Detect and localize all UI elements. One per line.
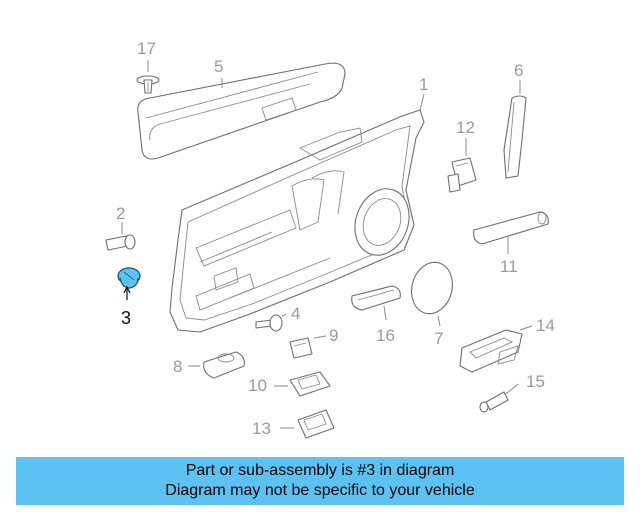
banner-line-1: Part or sub-assembly is #3 in diagram xyxy=(185,462,455,479)
part-9-clip xyxy=(289,335,327,359)
part-5-upper-trim xyxy=(137,62,346,160)
label-9: 9 xyxy=(329,326,338,345)
label-6: 6 xyxy=(514,61,523,80)
label-17: 17 xyxy=(137,39,156,58)
part-8-bracket xyxy=(188,351,245,379)
part-7-speaker-grille xyxy=(410,261,454,327)
part-2-fastener xyxy=(105,222,136,251)
label-7: 7 xyxy=(434,329,443,348)
part-14-lock-module xyxy=(459,325,533,373)
part-1-door-panel xyxy=(169,93,425,333)
part-12-switch xyxy=(447,138,477,193)
label-3: 3 xyxy=(121,308,131,328)
part-16-cover xyxy=(351,285,401,321)
part-6-pillar-trim xyxy=(503,80,527,179)
info-banner: Part or sub-assembly is #3 in diagram Di… xyxy=(16,457,624,505)
label-14: 14 xyxy=(536,316,555,335)
label-2: 2 xyxy=(116,204,125,223)
label-12: 12 xyxy=(456,118,475,137)
label-1: 1 xyxy=(419,75,428,94)
part-13-window-switch xyxy=(280,409,335,439)
part-10-switch-block xyxy=(274,371,331,397)
part-11-handle xyxy=(473,211,549,254)
banner-line-2: Diagram may not be specific to your vehi… xyxy=(165,482,475,499)
part-17-clip xyxy=(136,60,160,94)
label-11: 11 xyxy=(500,257,518,276)
label-10: 10 xyxy=(248,376,267,395)
part-15-bulb xyxy=(479,383,519,413)
label-4: 4 xyxy=(291,304,300,323)
label-16: 16 xyxy=(376,326,395,345)
label-5: 5 xyxy=(214,57,223,76)
label-15: 15 xyxy=(526,372,545,391)
label-13: 13 xyxy=(252,419,271,438)
label-8: 8 xyxy=(173,357,182,376)
parts-diagram: 17 5 1 6 12 xyxy=(105,39,555,439)
part-3-highlighted xyxy=(117,267,141,300)
part-4-bolt xyxy=(255,313,287,332)
